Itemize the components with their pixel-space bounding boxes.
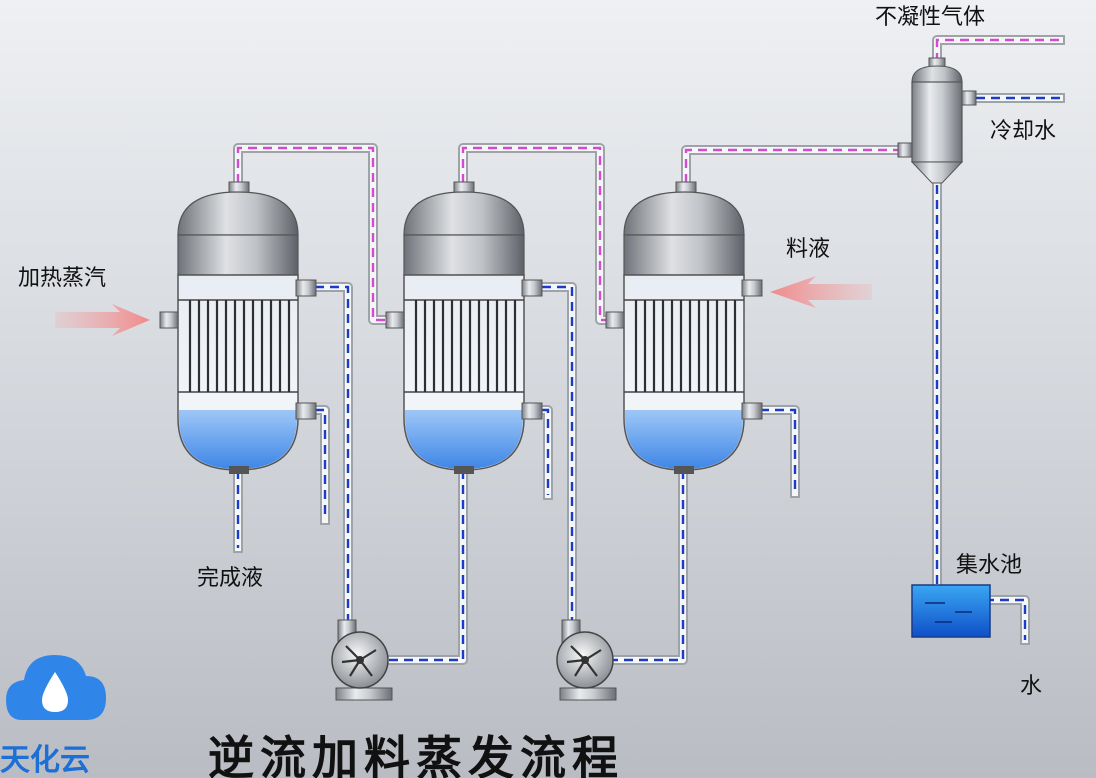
heating-steam-label: 加热蒸汽 <box>18 266 106 291</box>
condenser <box>897 57 977 184</box>
evaporator-3 <box>605 181 763 474</box>
cloud-logo-icon <box>6 655 106 720</box>
heating-steam-arrow-icon <box>55 304 150 336</box>
brand-name: 天化云 <box>0 743 90 778</box>
finished-liquid-label: 完成液 <box>197 566 263 591</box>
water-collection-pool <box>911 584 991 638</box>
water-collection-pool-label: 集水池 <box>956 553 1022 578</box>
feed-liquid-arrow-icon <box>770 276 872 308</box>
water-label: 水 <box>1020 674 1042 699</box>
non-condensable-gas-label: 不凝性气体 <box>875 5 985 30</box>
diagram-title: 逆流加料蒸发流程 <box>208 731 624 778</box>
steam-pipes <box>233 35 1065 325</box>
pump-1 <box>331 619 393 701</box>
evaporator-2 <box>385 181 543 474</box>
pump-2 <box>556 619 617 701</box>
evaporator-1 <box>159 181 317 474</box>
cooling-water-label: 冷却水 <box>990 119 1056 144</box>
feed-liquid-label: 料液 <box>786 237 830 262</box>
